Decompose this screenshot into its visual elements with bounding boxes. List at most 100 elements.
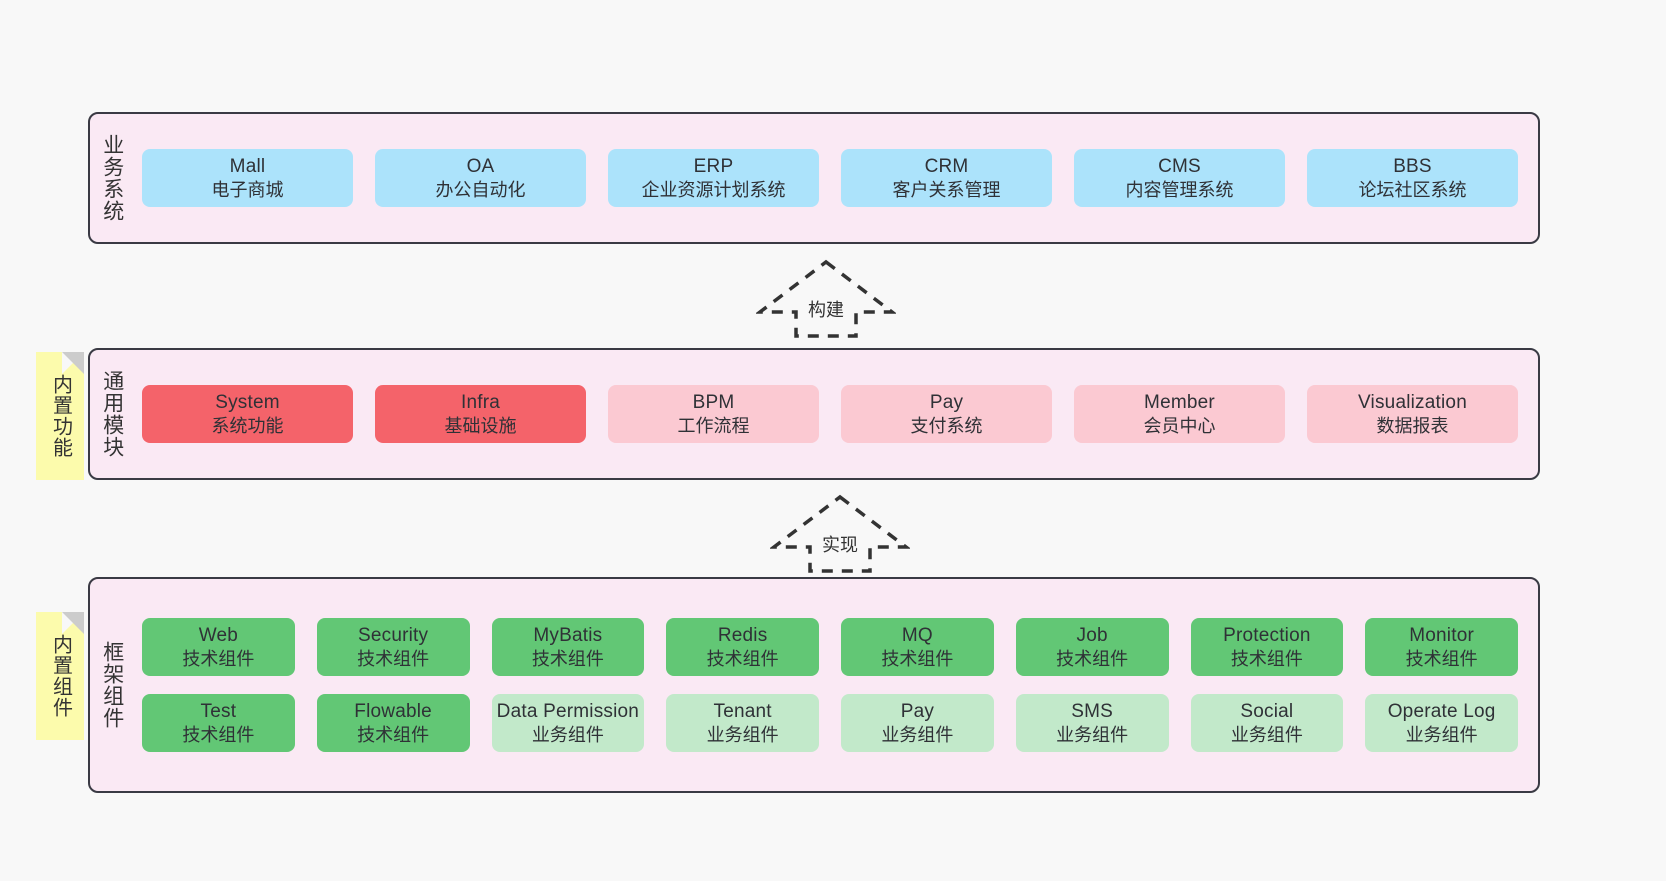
node-title: Infra bbox=[460, 391, 501, 413]
node-title: MQ bbox=[901, 624, 933, 646]
node-title: Operate Log bbox=[1387, 701, 1496, 722]
node-title: CMS bbox=[1158, 155, 1201, 177]
note-fold-corner-icon bbox=[62, 352, 84, 374]
node-subtitle: 会员中心 bbox=[1143, 415, 1216, 436]
node-subtitle: 论坛社区系统 bbox=[1358, 179, 1467, 200]
layer-title-business-systems: 业务系统 bbox=[100, 134, 124, 222]
node-title: OA bbox=[466, 155, 495, 177]
node-title: Redis bbox=[717, 624, 768, 646]
node-subtitle: 技术组件 bbox=[1056, 648, 1129, 669]
node-subtitle: 支付系统 bbox=[910, 415, 983, 436]
arrow-implement: 实现 bbox=[770, 493, 910, 575]
node-title: SMS bbox=[1071, 701, 1114, 722]
node-title: MyBatis bbox=[533, 624, 603, 646]
node-title: Pay bbox=[929, 391, 964, 413]
note-builtin-components: 内置组件 bbox=[36, 612, 84, 740]
node-title: Web bbox=[198, 624, 239, 646]
node-title: Member bbox=[1144, 391, 1215, 413]
layer-title-common-modules: 通用模块 bbox=[100, 370, 124, 458]
node-title: Job bbox=[1076, 624, 1108, 646]
node-title: Protection bbox=[1223, 624, 1311, 646]
node-subtitle: 工作流程 bbox=[677, 415, 750, 436]
node-title: Data Permission bbox=[496, 701, 640, 722]
node-title: System bbox=[215, 391, 280, 413]
node-subtitle: 电子商城 bbox=[211, 179, 284, 200]
node-title: Security bbox=[358, 624, 429, 646]
note-builtin-components-label: 内置组件 bbox=[49, 634, 72, 718]
node-title: BBS bbox=[1393, 155, 1432, 177]
node-title: Test bbox=[200, 701, 237, 722]
node-title: Social bbox=[1240, 701, 1294, 722]
note-builtin-functions: 内置功能 bbox=[36, 352, 84, 480]
node-title: ERP bbox=[693, 155, 734, 177]
node-title: BPM bbox=[692, 391, 735, 413]
node-subtitle: 办公自动化 bbox=[435, 179, 526, 200]
node-subtitle: 业务组件 bbox=[706, 724, 779, 745]
node-subtitle: 技术组件 bbox=[881, 648, 954, 669]
node-title: CRM bbox=[924, 155, 969, 177]
node-subtitle: 技术组件 bbox=[357, 724, 430, 745]
node-subtitle: 业务组件 bbox=[1056, 724, 1129, 745]
node-subtitle: 技术组件 bbox=[182, 648, 255, 669]
node-subtitle: 技术组件 bbox=[182, 724, 255, 745]
layer-title-framework-components: 框架组件 bbox=[100, 641, 124, 729]
note-fold-corner-icon bbox=[62, 612, 84, 634]
arrow-build: 构建 bbox=[756, 258, 896, 340]
arrow-implement-glyph bbox=[770, 494, 910, 573]
node-title: Visualization bbox=[1358, 391, 1467, 413]
node-title: Mall bbox=[229, 155, 266, 177]
node-subtitle: 技术组件 bbox=[1405, 648, 1478, 669]
node-subtitle: 技术组件 bbox=[1230, 648, 1303, 669]
node-subtitle: 业务组件 bbox=[1405, 724, 1478, 745]
node-subtitle: 技术组件 bbox=[531, 648, 604, 669]
node-subtitle: 基础设施 bbox=[444, 415, 517, 436]
node-title: Monitor bbox=[1409, 624, 1474, 646]
node-subtitle: 企业资源计划系统 bbox=[641, 179, 786, 200]
node-subtitle: 数据报表 bbox=[1376, 415, 1449, 436]
node-title: Tenant bbox=[713, 701, 772, 722]
note-builtin-functions-label: 内置功能 bbox=[49, 374, 72, 458]
node-subtitle: 业务组件 bbox=[531, 724, 604, 745]
node-subtitle: 技术组件 bbox=[706, 648, 779, 669]
arrow-build-glyph bbox=[756, 259, 896, 338]
node-subtitle: 系统功能 bbox=[211, 415, 284, 436]
node-subtitle: 客户关系管理 bbox=[892, 179, 1001, 200]
node-subtitle: 业务组件 bbox=[1230, 724, 1303, 745]
node-title: Pay bbox=[900, 701, 935, 722]
